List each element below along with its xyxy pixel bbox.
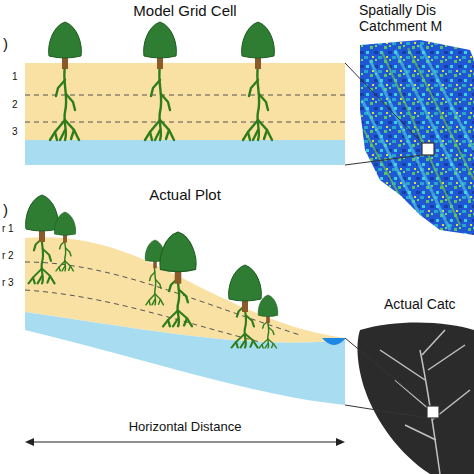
map-heading: Actual Catc bbox=[384, 296, 474, 312]
soil-layer bbox=[25, 63, 345, 140]
stream bbox=[322, 338, 346, 345]
panel-heading: Actual Plot bbox=[25, 186, 345, 203]
layer-number: 2 bbox=[12, 99, 18, 110]
leader-line bbox=[345, 338, 427, 406]
layer-label: r 2 bbox=[2, 250, 14, 261]
layer-number: 3 bbox=[12, 126, 18, 137]
stream-network bbox=[380, 330, 470, 474]
panel-letter: ) bbox=[3, 202, 8, 219]
arrow-head bbox=[336, 438, 345, 446]
layer-label: r 1 bbox=[2, 223, 14, 234]
tree bbox=[49, 22, 82, 69]
tree bbox=[144, 22, 177, 69]
plot-marker bbox=[427, 406, 439, 418]
dimension-line bbox=[29, 441, 341, 442]
tree bbox=[229, 265, 262, 312]
layer-boundary bbox=[25, 95, 345, 96]
tree-roots bbox=[146, 264, 163, 305]
tree-roots bbox=[145, 66, 174, 140]
map-panel: Actual Catc bbox=[380, 296, 474, 474]
map-heading: Spatially Dis Catchment M bbox=[359, 2, 474, 34]
plot-panel: Actual Plot bbox=[25, 186, 345, 416]
tree bbox=[26, 195, 59, 242]
cell-marker bbox=[422, 143, 434, 155]
tree bbox=[242, 22, 275, 69]
tree bbox=[54, 212, 75, 243]
leader-line bbox=[345, 63, 422, 143]
tree-roots bbox=[50, 66, 79, 140]
axis-label: Horizontal Distance bbox=[25, 420, 345, 434]
layer-boundary bbox=[25, 122, 345, 123]
panel-heading: Model Grid Cell bbox=[25, 2, 345, 19]
tree-roots bbox=[243, 66, 272, 140]
layer-boundary bbox=[25, 262, 300, 335]
tree bbox=[160, 232, 196, 284]
tree bbox=[258, 295, 278, 323]
layer-number: 1 bbox=[12, 71, 18, 82]
panel-letter: ) bbox=[3, 36, 8, 53]
raster-streaks bbox=[362, 45, 474, 230]
leader-line bbox=[345, 155, 422, 165]
layer-boundary bbox=[25, 290, 260, 342]
arrow-head bbox=[25, 438, 34, 446]
map-panel: Spatially Dis Catchment M bbox=[355, 2, 474, 234]
raster-streaks bbox=[364, 48, 474, 225]
model-panel: Model Grid Cell bbox=[25, 2, 345, 170]
catchment-map bbox=[358, 322, 474, 474]
leader-line bbox=[345, 405, 427, 418]
layer-label: r 3 bbox=[2, 277, 14, 288]
groundwater-layer bbox=[25, 140, 345, 165]
